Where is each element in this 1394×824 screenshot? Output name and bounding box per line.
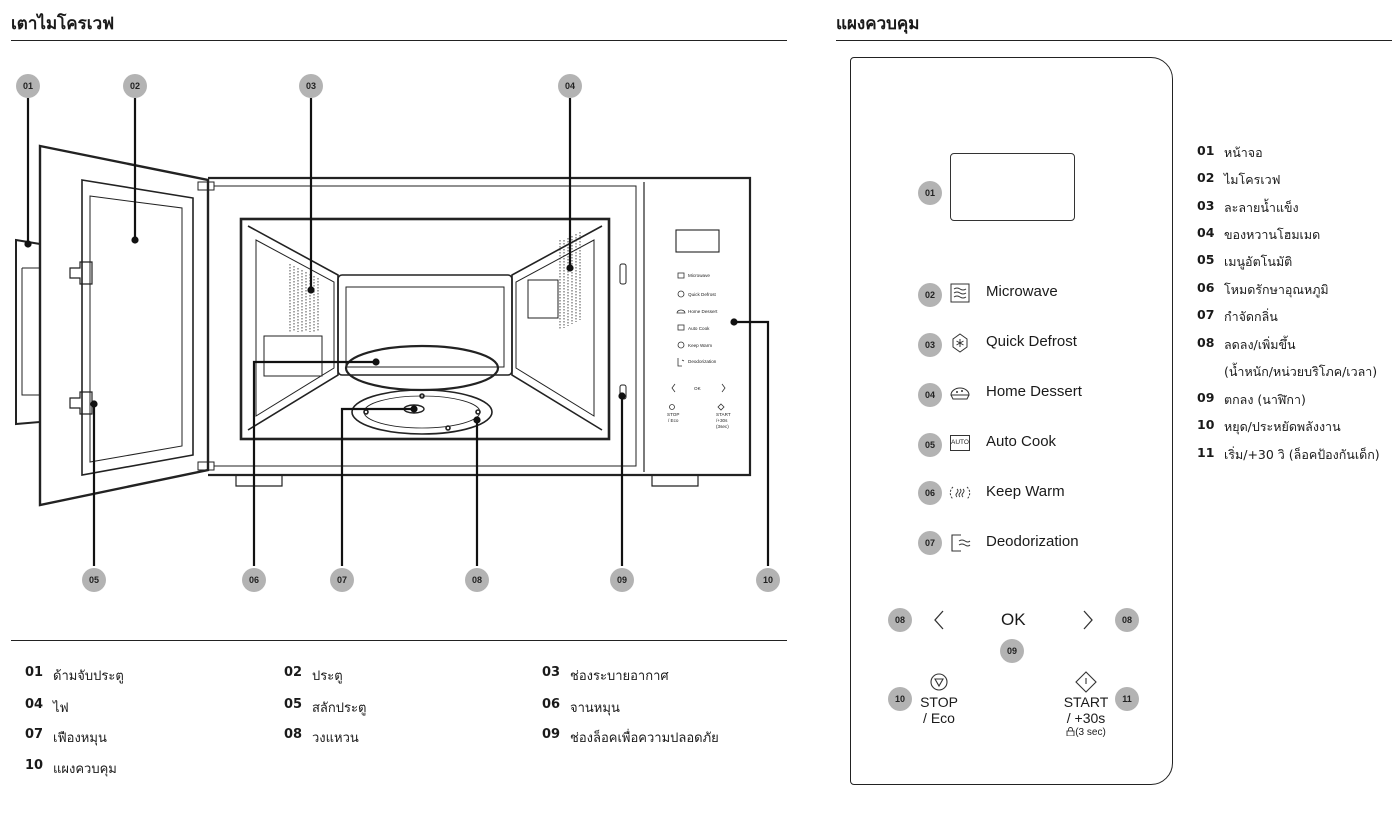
control-panel [850, 57, 1173, 785]
callout-08: 08 [465, 568, 489, 592]
panel-legend-item: (น้ำหนัก/หน่วยบริโภค/เวลา) [1224, 364, 1378, 379]
menu-microwave[interactable]: Microwave [986, 283, 1058, 300]
top-rule-right [836, 40, 1392, 41]
microwave-section-title: เตาไมโครเวฟ [11, 14, 115, 34]
callout-autocook: 05 [918, 433, 942, 457]
start-button-label[interactable]: START / +30s (3 sec) [1060, 694, 1112, 740]
callout-decrease: 08 [888, 608, 912, 632]
mini-dessert: Home Dessert [688, 309, 718, 314]
microwave-waves-icon [950, 283, 970, 303]
callout-09: 09 [610, 568, 634, 592]
stop-text: STOP [920, 694, 958, 710]
mini-autocook: Auto Cook [688, 326, 710, 331]
callout-04: 04 [558, 74, 582, 98]
bottom-rule-left [11, 640, 787, 641]
callout-microwave: 02 [918, 283, 942, 307]
auto-icon: AUTO [950, 435, 970, 451]
mini-defrost: Quick Defrost [688, 292, 717, 297]
mini-start: START [716, 412, 731, 417]
mini-microwave: Microwave [688, 273, 710, 278]
mini-eco: / Eco [668, 418, 679, 423]
stop-button-label[interactable]: STOP / Eco [916, 694, 962, 726]
mini-keepwarm: Keep Warm [688, 343, 712, 348]
menu-auto-cook[interactable]: Auto Cook [986, 433, 1057, 450]
mini-stop: STOP [667, 412, 679, 417]
top-rule-left [11, 40, 787, 41]
callout-start: 11 [1115, 687, 1139, 711]
ok-button[interactable]: OK [1001, 610, 1026, 629]
lock-icon [1066, 727, 1075, 737]
callout-increase: 08 [1115, 608, 1139, 632]
callout-stop: 10 [888, 687, 912, 711]
lock-seconds: (3 sec) [1075, 727, 1106, 738]
stop-icon[interactable] [929, 672, 949, 692]
callout-06: 06 [242, 568, 266, 592]
cabinet-drawing [208, 176, 752, 487]
mini-deodor: Deodorization [688, 359, 717, 364]
plus30-text: / +30s [1066, 710, 1106, 726]
child-lock-row: (3 sec) [1060, 726, 1112, 740]
menu-keep-warm[interactable]: Keep Warm [986, 483, 1065, 500]
keep-warm-icon [949, 486, 971, 500]
start-icon[interactable] [1075, 671, 1097, 693]
callout-07: 07 [330, 568, 354, 592]
menu-home-dessert[interactable]: Home Dessert [986, 383, 1082, 400]
callout-deodor: 07 [918, 531, 942, 555]
menu-deodorization[interactable]: Deodorization [986, 533, 1079, 550]
control-panel-title: แผงควบคุม [836, 14, 920, 34]
start-text: START [1063, 694, 1109, 710]
defrost-icon [952, 333, 968, 353]
callout-dessert: 04 [918, 383, 942, 407]
deodorization-icon [951, 534, 971, 552]
eco-text: / Eco [923, 710, 955, 726]
callout-defrost: 03 [918, 333, 942, 357]
callout-10: 10 [756, 568, 780, 592]
callout-05: 05 [82, 568, 106, 592]
callout-ok: 09 [1000, 639, 1024, 663]
menu-quick-defrost[interactable]: Quick Defrost [986, 333, 1077, 350]
panel-display [950, 153, 1075, 221]
mini-start-3sec: (3sec) [716, 424, 729, 429]
callout-03: 03 [299, 74, 323, 98]
callout-02: 02 [123, 74, 147, 98]
callout-01: 01 [16, 74, 40, 98]
callout-keepwarm: 06 [918, 481, 942, 505]
chevron-left-icon[interactable] [932, 609, 946, 631]
chevron-right-icon[interactable] [1081, 609, 1095, 631]
mini-start-30s: /+30s [716, 418, 728, 423]
dessert-pie-icon [950, 387, 970, 400]
callout-display: 01 [918, 181, 942, 205]
mini-ok: OK [694, 386, 702, 391]
door-drawing [15, 144, 215, 507]
microwave-diagram: Microwave Quick Defrost Home Dessert Aut… [15, 98, 770, 566]
